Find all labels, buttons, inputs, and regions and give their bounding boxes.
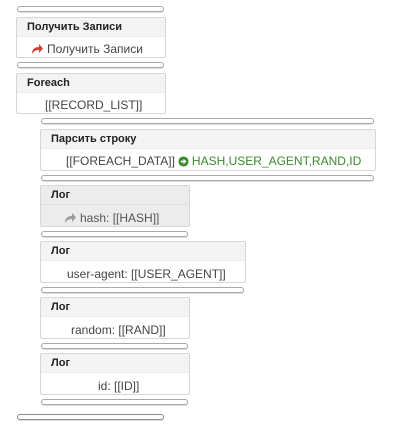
log-id-title: Лог bbox=[41, 354, 189, 373]
log-user-agent-value: user-agent: [[USER_AGENT]] bbox=[67, 267, 226, 281]
drop-zone-bar[interactable] bbox=[41, 175, 374, 181]
log-hash-title: Лог bbox=[41, 186, 189, 205]
parse-string-target: HASH,USER_AGENT,RAND,ID bbox=[191, 154, 362, 168]
log-hash-body: hash: [[HASH]] bbox=[41, 205, 189, 225]
drop-zone-bar[interactable] bbox=[17, 6, 164, 12]
drop-zone-bar[interactable] bbox=[17, 62, 164, 68]
redo-arrow-icon bbox=[65, 213, 76, 223]
log-id-block[interactable]: Лог id: [[ID]] bbox=[40, 353, 190, 395]
parse-string-source: [[FOREACH_DATA]] bbox=[66, 154, 175, 168]
foreach-block[interactable]: Foreach [[RECORD_LIST]] bbox=[16, 73, 166, 114]
get-records-label: Получить Записи bbox=[47, 42, 143, 56]
log-user-agent-block[interactable]: Лог user-agent: [[USER_AGENT]] bbox=[40, 241, 246, 283]
drop-zone-bar[interactable] bbox=[41, 399, 188, 405]
redo-arrow-icon bbox=[32, 44, 43, 54]
get-records-title: Получить Записи bbox=[17, 18, 165, 37]
log-random-title: Лог bbox=[41, 298, 189, 317]
parse-string-title: Парсить строку bbox=[41, 130, 375, 149]
get-records-block[interactable]: Получить Записи Получить Записи bbox=[16, 17, 166, 58]
drop-zone-bar[interactable] bbox=[41, 118, 374, 124]
drop-zone-bar[interactable] bbox=[41, 287, 244, 293]
parse-string-block[interactable]: Парсить строку [[FOREACH_DATA]] HASH,USE… bbox=[40, 129, 376, 171]
log-hash-value: hash: [[HASH]] bbox=[80, 211, 160, 225]
foreach-value: [[RECORD_LIST]] bbox=[45, 98, 143, 112]
get-records-action: Получить Записи bbox=[17, 37, 165, 56]
drop-zone-bar[interactable] bbox=[41, 231, 188, 237]
log-user-agent-title: Лог bbox=[41, 242, 245, 261]
log-id-value: id: [[ID]] bbox=[98, 379, 140, 393]
log-random-value: random: [[RAND]] bbox=[71, 323, 166, 337]
log-hash-block[interactable]: Лог hash: [[HASH]] bbox=[40, 185, 190, 227]
log-random-block[interactable]: Лог random: [[RAND]] bbox=[40, 297, 190, 339]
drop-zone-bar[interactable] bbox=[17, 414, 164, 420]
arrow-circle-right-icon bbox=[178, 155, 189, 167]
parse-string-body: [[FOREACH_DATA]] HASH,USER_AGENT,RAND,ID bbox=[41, 149, 375, 168]
drop-zone-bar[interactable] bbox=[41, 343, 188, 349]
foreach-title: Foreach bbox=[17, 74, 165, 93]
